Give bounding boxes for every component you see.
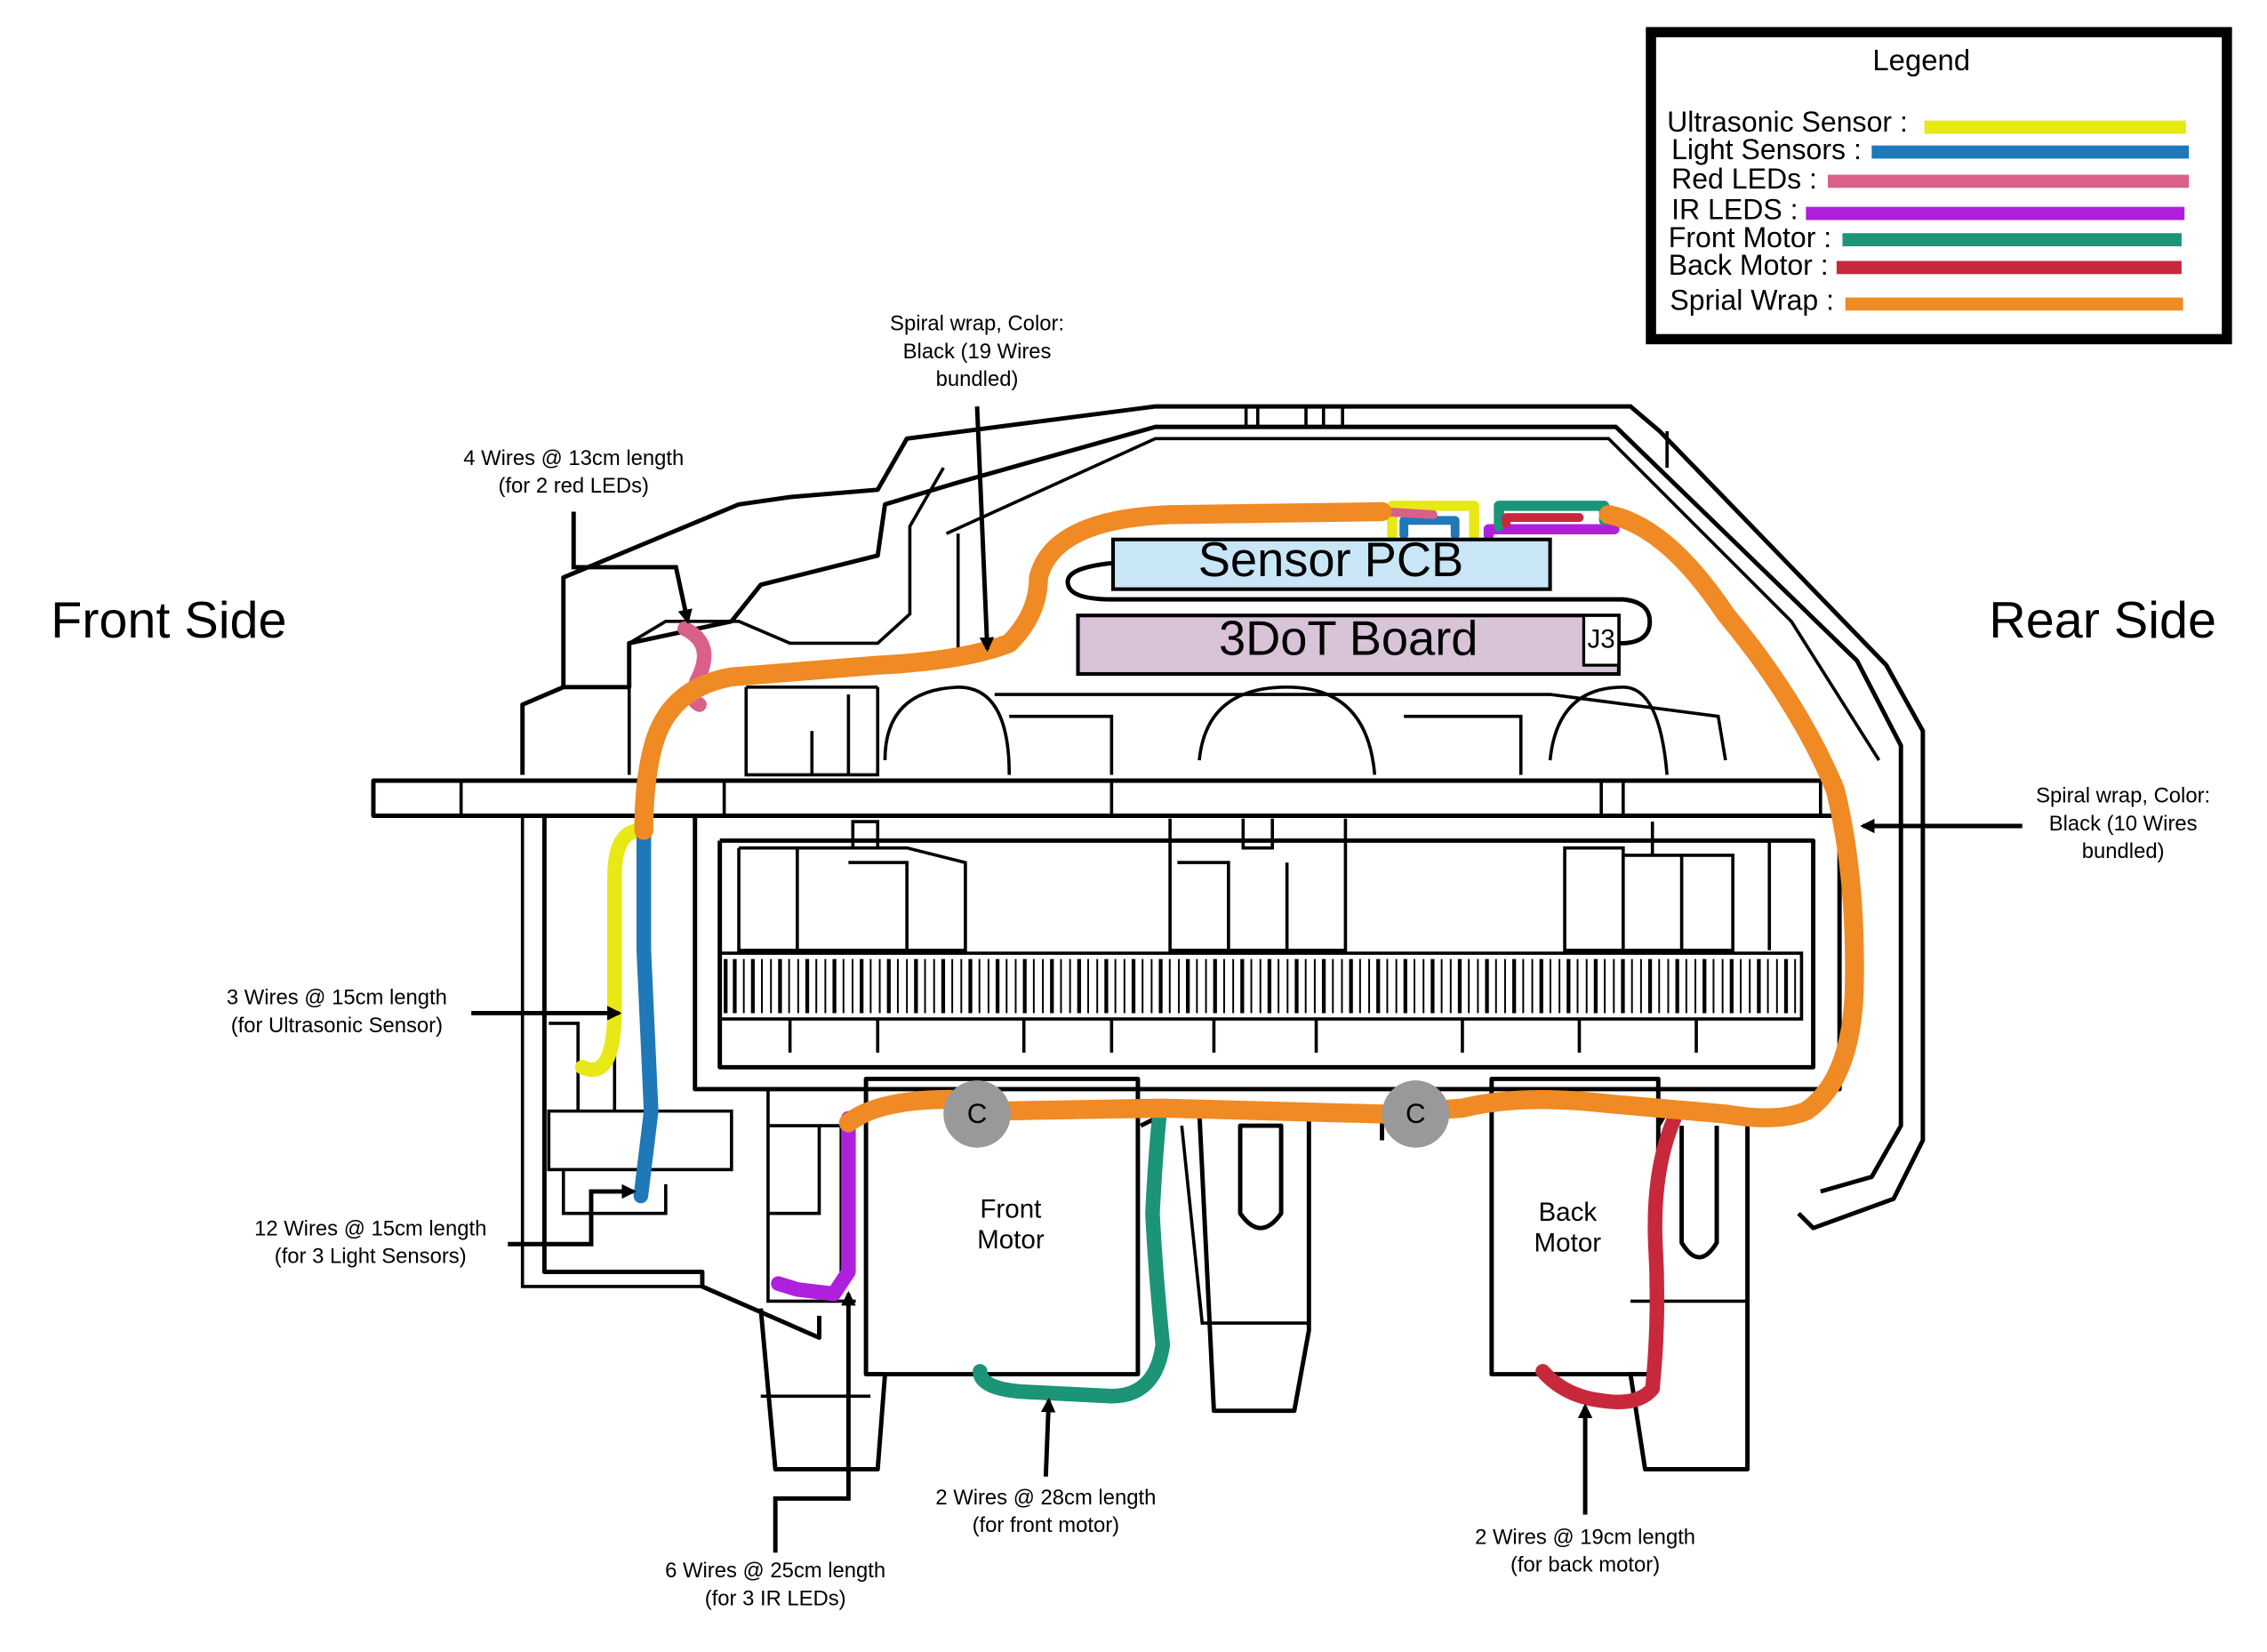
ir-led-wire-top	[1483, 524, 1620, 541]
annotation-ultrasonic: 3 Wires @ 15cm length (for Ultrasonic Se…	[227, 986, 622, 1038]
annotation-back-motor-line-1: 2 Wires @ 19cm length	[1475, 1525, 1695, 1549]
annotation-spiral-top-line-3: bundled)	[936, 367, 1019, 391]
annotation-red-leds-line-2: (for 2 red LEDs)	[499, 474, 649, 498]
legend-label-0: Ultrasonic Sensor :	[1667, 106, 1908, 138]
legend-label-5: Back Motor :	[1669, 249, 1829, 281]
annotation-light-line-1: 12 Wires @ 15cm length	[254, 1216, 486, 1240]
j3-label: J3	[1588, 624, 1615, 654]
annotation-back-motor-line-2: (for back motor)	[1510, 1553, 1660, 1577]
annotation-front-motor: 2 Wires @ 28cm length (for front motor)	[935, 1397, 1156, 1537]
back-motor-wire-top	[1502, 513, 1584, 528]
sensor-pcb-label: Sensor PCB	[1198, 533, 1464, 587]
annotation-spiral-top-line-1: Spiral wrap, Color:	[890, 312, 1064, 336]
annotation-ir: 6 Wires @ 25cm length (for 3 IR LEDs)	[665, 1290, 885, 1610]
annotation-red-leds: 4 Wires @ 13cm length (for 2 red LEDs)	[463, 446, 693, 625]
sensor-pcb: Sensor PCB	[1110, 533, 1552, 591]
legend: Legend Ultrasonic Sensor :Light Sensors …	[1646, 27, 2232, 345]
annotation-front-motor-line-1: 2 Wires @ 28cm length	[935, 1486, 1156, 1510]
connector-back: C	[1382, 1080, 1450, 1148]
rear-side-label: Rear Side	[1989, 592, 2216, 649]
legend-label-1: Light Sensors :	[1671, 133, 1862, 165]
front-motor-body	[863, 1076, 1141, 1377]
annotation-red-leds-line-1: 4 Wires @ 13cm length	[463, 446, 684, 470]
annotation-back-motor: 2 Wires @ 19cm length (for back motor)	[1475, 1403, 1695, 1577]
front-motor-label-2: Motor	[977, 1225, 1045, 1255]
annotation-front-motor-line-2: (for front motor)	[973, 1513, 1120, 1537]
connector-front-label: C	[967, 1098, 988, 1129]
legend-label-2: Red LEDs :	[1671, 163, 1817, 195]
back-motor-label-2: Motor	[1534, 1228, 1602, 1257]
connector-front: C	[943, 1080, 1011, 1148]
front-motor-label-1: Front	[980, 1195, 1041, 1224]
annotation-spiral-top: Spiral wrap, Color: Black (19 Wires bund…	[890, 312, 1064, 653]
legend-label-6: Sprial Wrap :	[1670, 285, 1834, 317]
annotation-ultrasonic-line-2: (for Ultrasonic Sensor)	[231, 1014, 443, 1038]
light-sensor-wire-top	[1399, 516, 1460, 540]
annotation-spiral-rear-line-2: Black (10 Wires	[2049, 812, 2198, 836]
connector-back-label: C	[1406, 1098, 1426, 1129]
wires	[574, 501, 1864, 1410]
annotation-light-line-2: (for 3 Light Sensors)	[275, 1245, 467, 1269]
annotation-spiral-rear-line-1: Spiral wrap, Color:	[2036, 784, 2210, 808]
front-side-label: Front Side	[51, 592, 286, 649]
front-motor-wire	[973, 1103, 1171, 1404]
annotation-spiral-rear: Spiral wrap, Color: Black (10 Wires bund…	[1860, 784, 2210, 863]
annotation-ir-line-1: 6 Wires @ 25cm length	[665, 1559, 885, 1583]
annotation-spiral-rear-line-3: bundled)	[2082, 839, 2165, 863]
robot-chassis	[371, 404, 1926, 1472]
back-motor-wire	[1535, 1111, 1682, 1410]
gear-rack	[717, 951, 1804, 1021]
legend-label-4: Front Motor :	[1669, 221, 1831, 253]
light-sensor-wire	[633, 822, 659, 1204]
spiral-wrap-top	[634, 501, 1864, 1127]
annotation-ir-line-2: (for 3 IR LEDs)	[705, 1586, 846, 1610]
annotation-spiral-top-line-2: Black (19 Wires	[903, 340, 1052, 364]
ultrasonic-wire-top	[1387, 501, 1479, 541]
3dot-board: 3DoT Board J3	[1076, 613, 1621, 677]
3dot-board-label: 3DoT Board	[1219, 613, 1478, 666]
legend-title: Legend	[1872, 44, 1970, 76]
back-motor-label-1: Back	[1538, 1198, 1597, 1227]
spiral-wrap-bottom	[838, 1089, 1619, 1133]
ultrasonic-wire	[574, 822, 649, 1078]
ir-led-wire	[771, 1111, 856, 1302]
legend-label-3: IR LEDS :	[1671, 194, 1798, 226]
annotation-ultrasonic-line-1: 3 Wires @ 15cm length	[227, 986, 447, 1010]
ribbon-cable	[1065, 560, 1653, 646]
annotation-light: 12 Wires @ 15cm length (for 3 Light Sens…	[254, 1183, 637, 1269]
